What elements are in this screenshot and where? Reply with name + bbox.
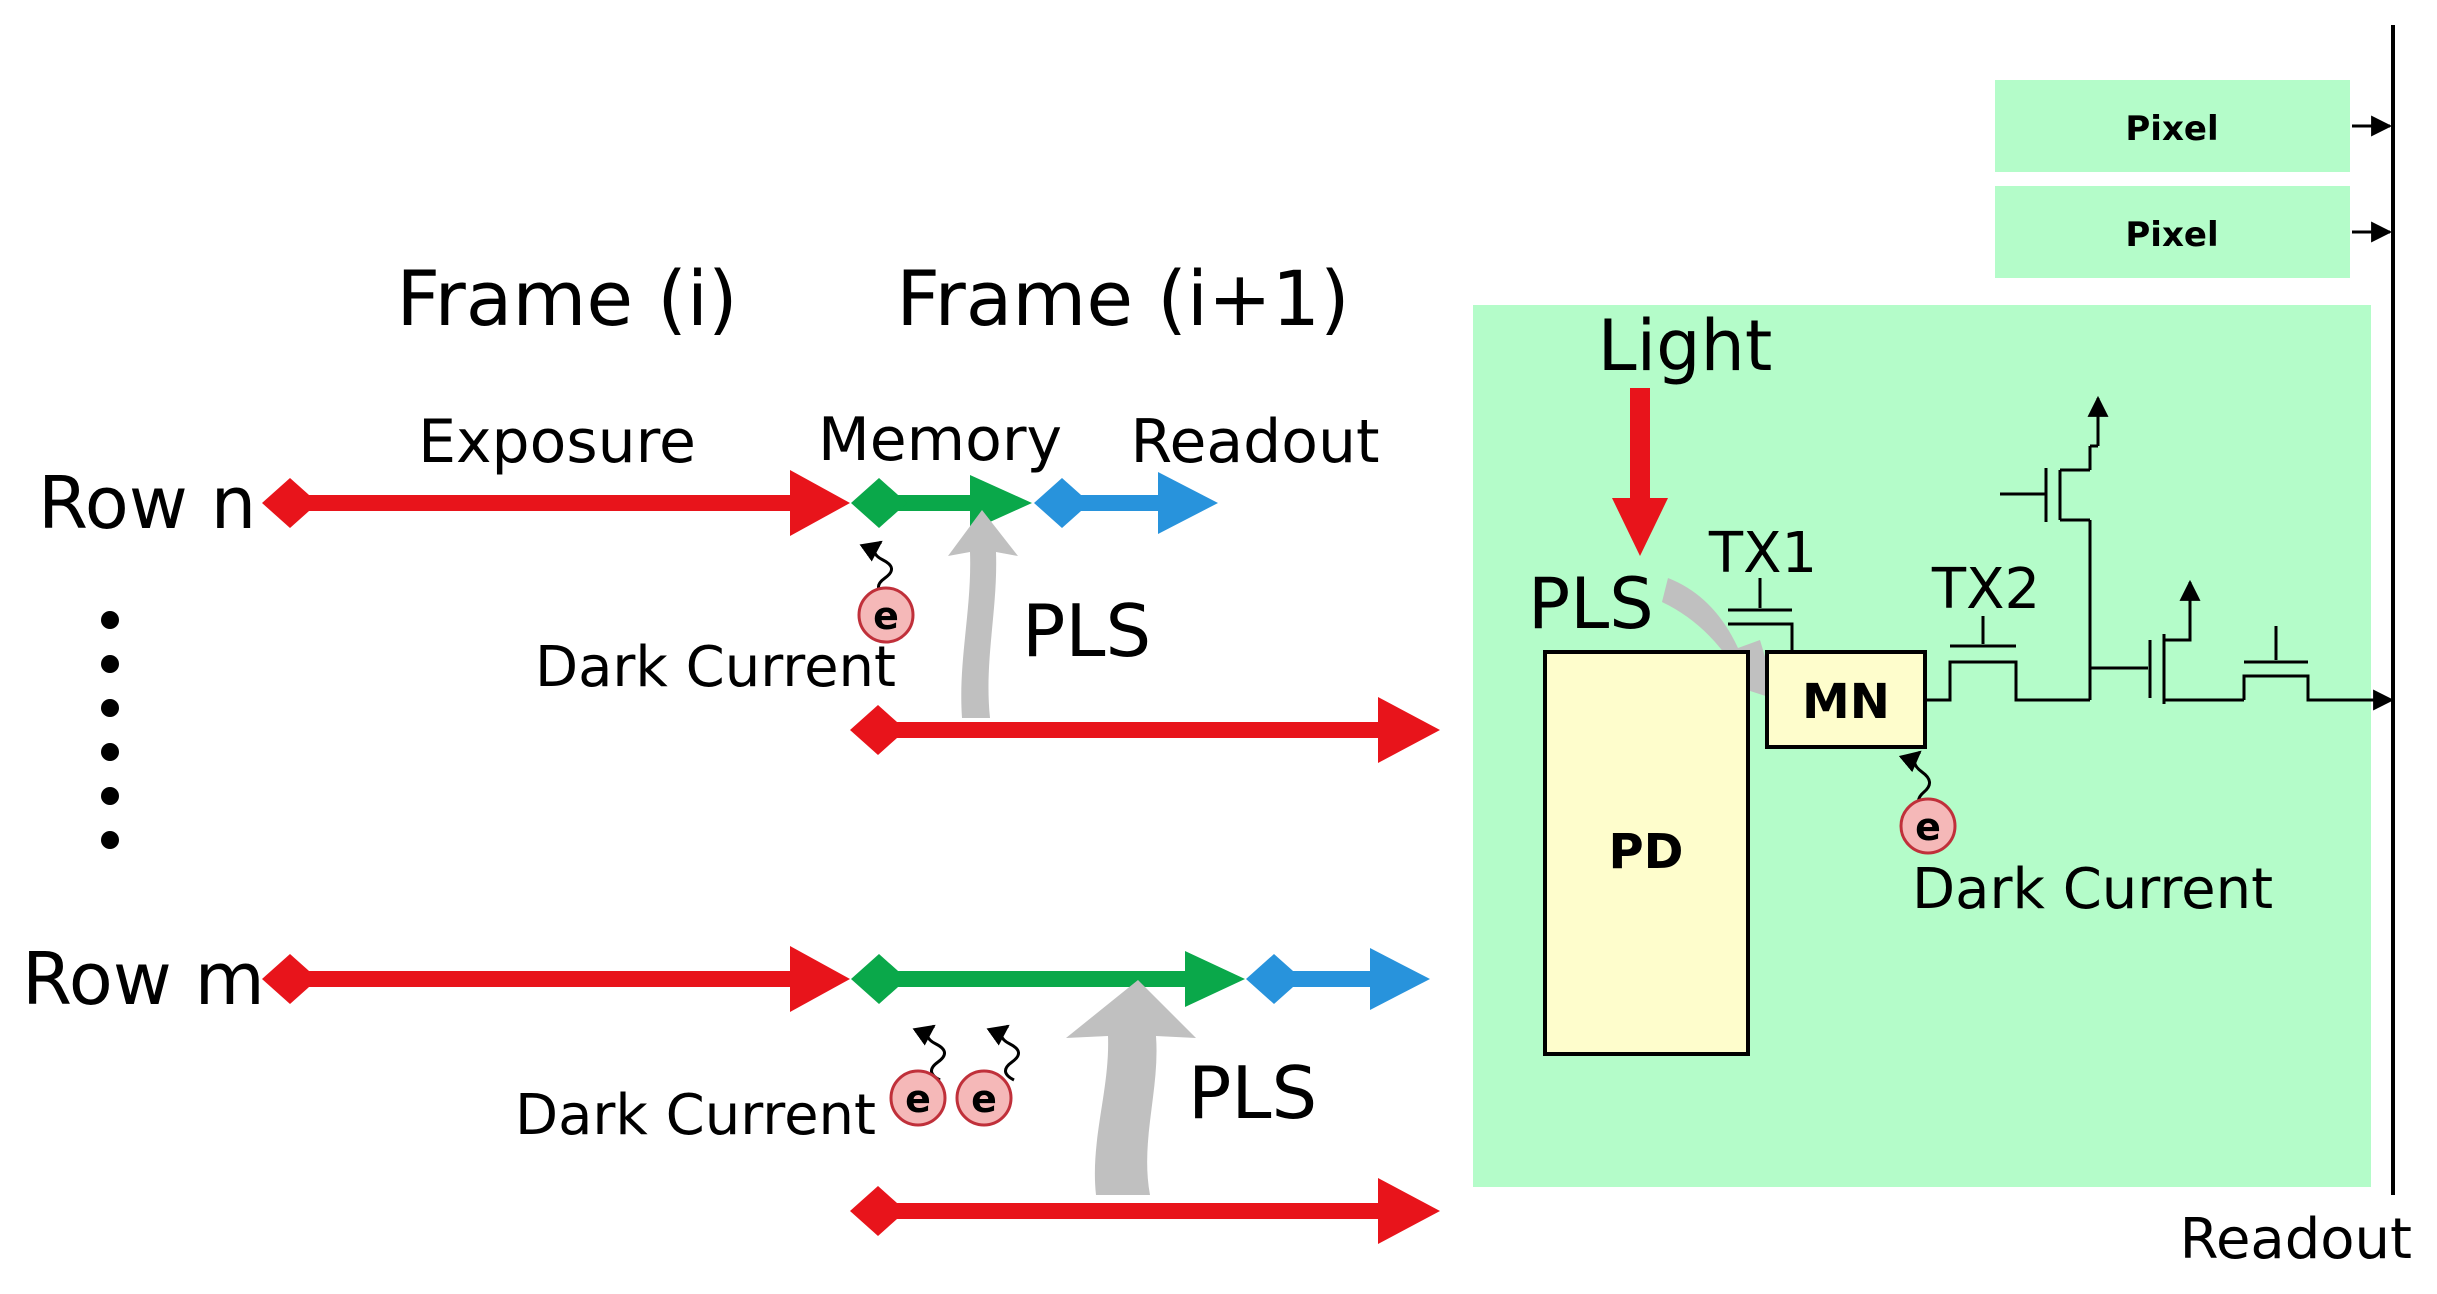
row-m-exposure-bar [262,946,850,1012]
ellipsis-dot [101,743,119,761]
timing-diagram: Frame (i) Frame (i+1) Row n Row m Exposu… [22,254,1440,1244]
memory-label: Memory [818,405,1062,475]
ellipsis-dot [101,699,119,717]
row-n-next-exposure-bar [850,697,1440,763]
pixel-transistor-wiring [1925,444,2386,704]
row-m-dark-current-label: Dark Current [515,1083,876,1148]
photodiode-pd [1543,650,1750,1056]
pd-label: PD [1608,824,1683,880]
pixel-pls-label: PLS [1528,563,1654,645]
row-m-next-exposure-bar [850,1178,1440,1244]
row-n-dark-current-label: Dark Current [535,635,896,700]
row-n-label: Row n [38,461,256,545]
row-m-pls-arrow [1066,980,1196,1195]
row-m-electron-icon-2 [955,1069,1013,1127]
ellipsis-dot [101,831,119,849]
light-label: Light [1598,305,1773,387]
row-n-electron-label: e [873,594,899,638]
row-ellipsis [101,611,119,849]
frame-i1-label: Frame (i+1) [896,254,1349,343]
tx2-label: TX2 [1931,557,2040,622]
pixel-cell-a [1995,80,2350,172]
pixel-array: Pixel Pixel Readout Light PLS PD MN TX1 … [1473,25,2412,1272]
light-arrow-shaft [1630,388,1650,500]
row-m-dark-current-squiggle-1 [912,1024,946,1082]
ellipsis-dot [101,611,119,629]
row-n-memory-bar [851,475,1032,531]
row-n-electron-icon [857,586,915,644]
pixel-cell-a-label: Pixel [2125,109,2218,149]
ellipsis-dot [101,787,119,805]
row-m-electron-label-2: e [971,1077,997,1121]
row-m-pls-label: PLS [1188,1051,1317,1135]
mn-label: MN [1802,674,1890,730]
row-m-label: Row m [22,937,265,1021]
frame-i-label: Frame (i) [396,254,737,343]
ellipsis-dot [101,655,119,673]
row-m-readout-bar [1246,948,1430,1010]
mn-electron-label: e [1915,805,1941,849]
exposure-label: Exposure [418,407,696,477]
pixel-cell-b [1995,186,2350,278]
tx1-gate [1728,578,1794,652]
mn-dark-current-label: Dark Current [1912,857,2273,922]
light-arrow-head [1612,498,1668,556]
row-n-pls-arrow [948,510,1018,718]
readout-label: Readout [1130,407,1379,477]
row-m-electron-icon-1 [889,1069,947,1127]
row-m-memory-bar [851,951,1245,1007]
row-n-pls-label: PLS [1022,589,1151,673]
row-n-readout-bar [1034,472,1218,534]
mn-electron-icon [1899,797,1957,855]
row-m-electron-label-1: e [905,1077,931,1121]
pixel-cell-b-label: Pixel [2125,215,2218,255]
row-n-dark-current-squiggle [859,540,893,598]
row-n-exposure-bar [262,470,850,536]
row-m-dark-current-squiggle-2 [986,1024,1020,1082]
readout-column-label: Readout [2180,1207,2412,1272]
tx1-label: TX1 [1708,521,1817,586]
